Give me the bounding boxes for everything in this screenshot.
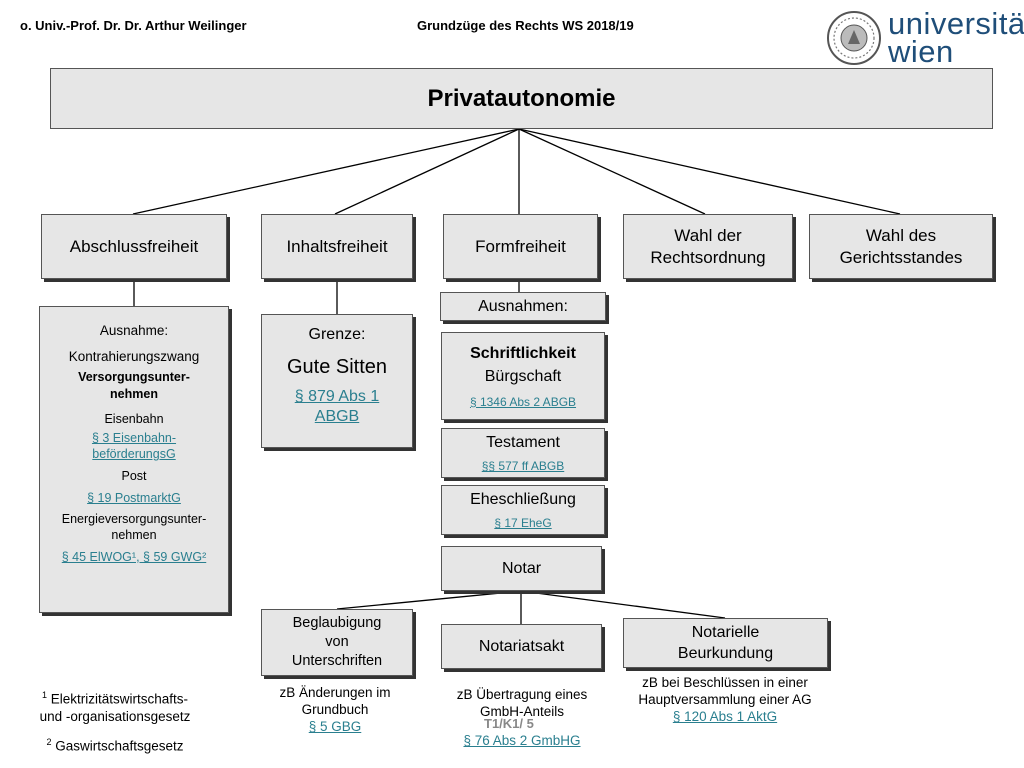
abgb-577-link[interactable]: §§ 577 ff ABGB — [481, 459, 565, 473]
branch-label: Wahl des Gerichtsstandes — [839, 226, 963, 267]
eheg-17-link[interactable]: § 17 EheG — [494, 516, 552, 530]
notar-label: Notar — [501, 559, 542, 577]
energie-label: Energieversorgungsunter-nehmen — [61, 512, 207, 542]
eisenbahn-law-link[interactable]: § 3 Eisenbahn-beförderungsG — [91, 431, 177, 461]
abschluss-detail-box: Ausnahme: Kontrahierungszwang Versorgung… — [39, 306, 229, 613]
beglaubigung-note-text: zB Änderungen im Grundbuch — [279, 685, 391, 717]
footnote-1-mark: 1 — [41, 690, 47, 700]
branch-wahl-gerichtsstand: Wahl des Gerichtsstandes — [809, 214, 993, 279]
grenze-label: Grenze: — [308, 326, 366, 343]
notariatsakt-label: Notariatsakt — [478, 637, 565, 655]
branch-formfreiheit: Formfreiheit — [443, 214, 598, 279]
gute-sitten-label: Gute Sitten — [286, 356, 388, 378]
footnote-2-text: Gaswirtschaftsgesetz — [55, 738, 184, 754]
header-course: Grundzüge des Rechts WS 2018/19 — [417, 18, 634, 33]
beglaubigung-box: Beglaubigung von Unterschriften — [261, 609, 413, 676]
notariatsakt-box: Notariatsakt — [441, 624, 602, 669]
testament-box: Testament §§ 577 ff ABGB — [441, 428, 605, 478]
branch-wahl-rechtsordnung: Wahl der Rechtsordnung — [623, 214, 793, 279]
inhalt-detail-box: Grenze: Gute Sitten § 879 Abs 1 ABGB — [261, 314, 413, 448]
branch-label: Abschlussfreiheit — [69, 236, 199, 256]
post-label: Post — [121, 469, 147, 483]
footnote-2: 2 Gaswirtschaftsgesetz — [20, 734, 210, 755]
schriftlichkeit-box: Schriftlichkeit Bürgschaft § 1346 Abs 2 … — [441, 332, 605, 420]
eisenbahn-label: Eisenbahn — [104, 412, 164, 426]
post-law-link[interactable]: § 19 PostmarktG — [87, 491, 181, 505]
title-box: Privatautonomie — [50, 68, 993, 129]
beurkundung-label: Notarielle Beurkundung — [677, 624, 774, 662]
ausnahme-label: Ausnahme: — [99, 323, 169, 338]
header-author: o. Univ.-Prof. Dr. Dr. Arthur Weilinger — [20, 18, 247, 33]
buergschaft-label: Bürgschaft — [484, 367, 562, 385]
footnote-1-line-2: und -organisationsgesetz — [39, 708, 191, 724]
aktg-120-link[interactable]: § 120 Abs 1 AktG — [672, 709, 778, 724]
footnote-1: 1 Elektrizitätswirtschafts- und -organis… — [20, 687, 210, 725]
gbg-5-link[interactable]: § 5 GBG — [308, 719, 362, 734]
logo-line-1: universität — [888, 6, 1024, 41]
logo-line-2: wien — [888, 34, 954, 69]
branch-label: Inhaltsfreiheit — [286, 236, 388, 256]
branch-inhaltsfreiheit: Inhaltsfreiheit — [261, 214, 413, 279]
beurkundung-box: Notarielle Beurkundung — [623, 618, 828, 668]
logo-text: universität wien — [888, 6, 1024, 69]
beglaubigung-label: Beglaubigung von Unterschriften — [291, 615, 383, 669]
versorgung-label: Versorgungsunter-nehmen — [78, 370, 190, 401]
beurkundung-note-text: zB bei Beschlüssen in einer Hauptversamm… — [638, 675, 812, 707]
ausnahmen-label: Ausnahmen: — [478, 297, 568, 315]
branch-abschlussfreiheit: Abschlussfreiheit — [41, 214, 227, 279]
branch-label: Formfreiheit — [475, 236, 566, 256]
schriftlichkeit-label: Schriftlichkeit — [470, 344, 576, 362]
kontrahierung-label: Kontrahierungszwang — [68, 349, 200, 364]
testament-label: Testament — [486, 434, 560, 451]
eheschliessung-box: Eheschließung § 17 EheG — [441, 485, 605, 535]
energie-law-link[interactable]: § 45 ElWOG¹, § 59 GWG² — [61, 550, 207, 564]
abgb-1346-link[interactable]: § 1346 Abs 2 ABGB — [469, 394, 577, 409]
footnote-2-mark: 2 — [46, 737, 52, 747]
slide-number: T1/K1/ 5 — [484, 716, 534, 731]
ehe-label: Eheschließung — [470, 491, 576, 508]
notar-box: Notar — [441, 546, 602, 591]
notariatsakt-note-text: zB Übertragung eines GmbH-Anteils — [456, 687, 588, 719]
abgb-879-link[interactable]: § 879 Abs 1 ABGB — [294, 388, 380, 425]
beglaubigung-note: zB Änderungen im Grundbuch § 5 GBG — [259, 684, 411, 735]
branch-label: Wahl der Rechtsordnung — [650, 226, 766, 267]
notariatsakt-note: zB Übertragung eines GmbH-Anteils — [447, 686, 597, 720]
beurkundung-note: zB bei Beschlüssen in einer Hauptversamm… — [628, 674, 822, 725]
ausnahmen-box: Ausnahmen: — [440, 292, 606, 321]
page-title: Privatautonomie — [427, 84, 616, 112]
footnote-1-line-1: Elektrizitätswirtschafts- — [50, 691, 189, 707]
gmbhg-76-link[interactable]: § 76 Abs 2 GmbHG — [463, 733, 581, 748]
university-seal-icon — [827, 11, 881, 65]
